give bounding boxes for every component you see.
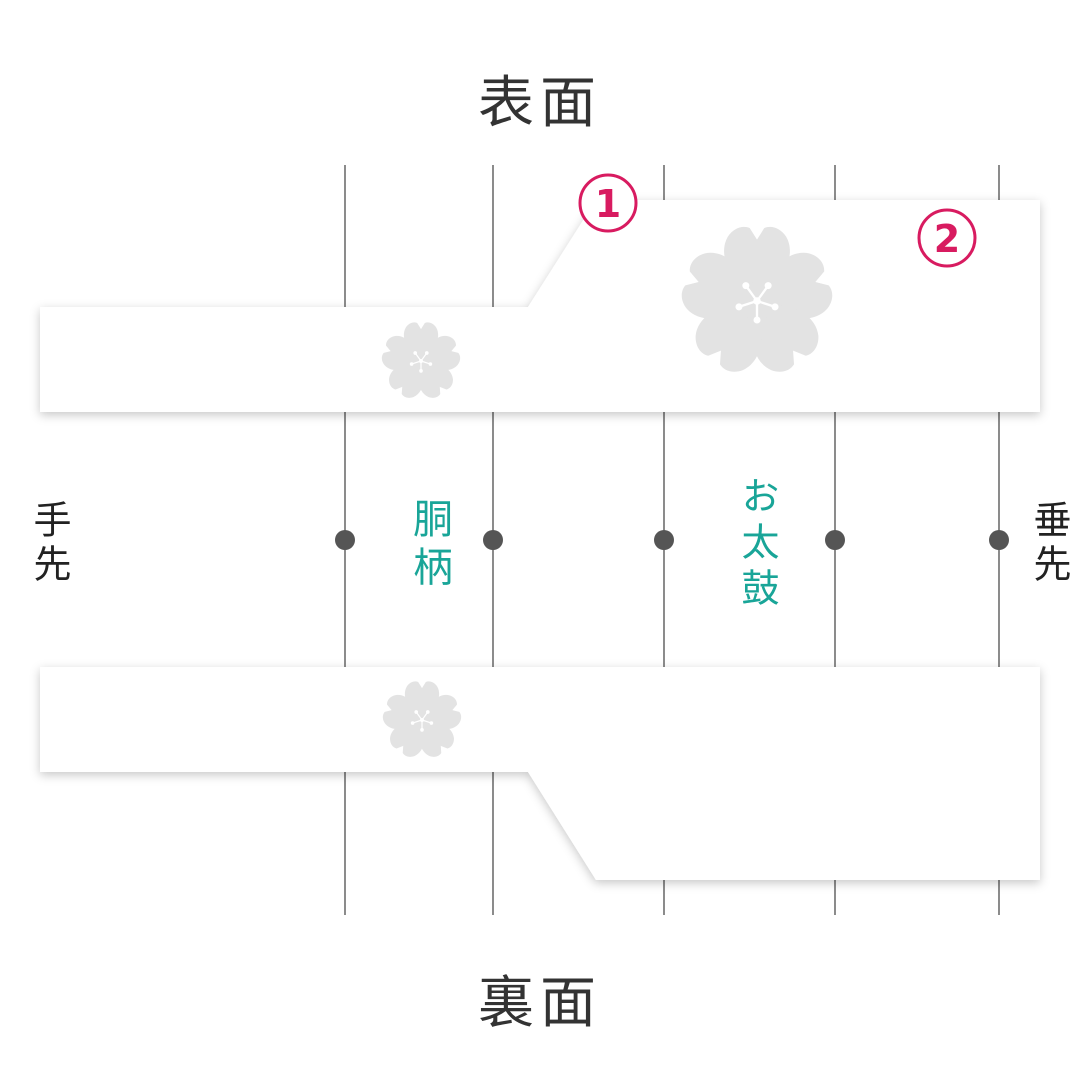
marker-2: 2 (917, 208, 977, 268)
sakura-petal (381, 335, 416, 371)
sakura-petal (752, 305, 819, 372)
sakura-flower-icon (381, 322, 461, 398)
sakura-stamen-tip (742, 282, 750, 290)
tesaki-label: 手先 (27, 500, 71, 588)
sakura-stamen-tip (428, 362, 433, 366)
sakura-stamen-tip (413, 351, 418, 355)
sakura-flower-icon (681, 226, 833, 372)
sakura-stamen-tip (419, 369, 423, 373)
sakura-flower-icon (382, 681, 462, 757)
sakura-stamen-tip (425, 710, 430, 714)
sakura-petal (427, 694, 462, 730)
sakura-petal (766, 252, 833, 319)
sakura-petal (681, 252, 748, 319)
marker-1: 1 (578, 173, 638, 233)
sakura-petal (426, 335, 461, 371)
sakura-petal (389, 363, 424, 398)
sakura-pistil (753, 297, 761, 305)
sakura-petal (390, 722, 425, 757)
division-dot (825, 530, 845, 550)
sakura-stamen-tip (409, 362, 414, 366)
division-dot (483, 530, 503, 550)
division-dots (335, 530, 1009, 550)
sakura-pistil (419, 359, 423, 363)
taresaki-label: 垂先 (1027, 500, 1071, 588)
sakura-stamen-tip (771, 303, 779, 311)
sakura-stamen-tip (753, 316, 761, 324)
sakura-stamen-tip (424, 351, 429, 355)
obi-strip-back (40, 667, 1040, 880)
sakura-stamen-tip (764, 282, 772, 290)
otaiko-label: お太鼓 (735, 476, 779, 614)
sakura-stamen-tip (420, 728, 424, 732)
sakura-stamen-tip (410, 721, 415, 725)
back-side-title: 裏面 (478, 971, 602, 1036)
marker-1-circle (578, 173, 638, 233)
sakura-petal (418, 363, 453, 398)
sakura-pistil (420, 718, 424, 722)
sakura-petal (695, 305, 762, 372)
front-side-title: 表面 (478, 71, 602, 136)
division-dot (654, 530, 674, 550)
body-pattern-label: 胴柄 (406, 498, 452, 594)
division-dot (335, 530, 355, 550)
sakura-stamen-tip (414, 710, 419, 714)
marker-2-label: 2 (934, 217, 960, 261)
sakura-stamen-tip (429, 721, 434, 725)
obi-strip-front (40, 200, 1040, 412)
marker-2-circle (917, 208, 977, 268)
division-dot (989, 530, 1009, 550)
sakura-petal (419, 722, 454, 757)
sakura-stamen-tip (735, 303, 743, 311)
sakura-petal (382, 694, 417, 730)
marker-1-label: 1 (595, 182, 621, 226)
